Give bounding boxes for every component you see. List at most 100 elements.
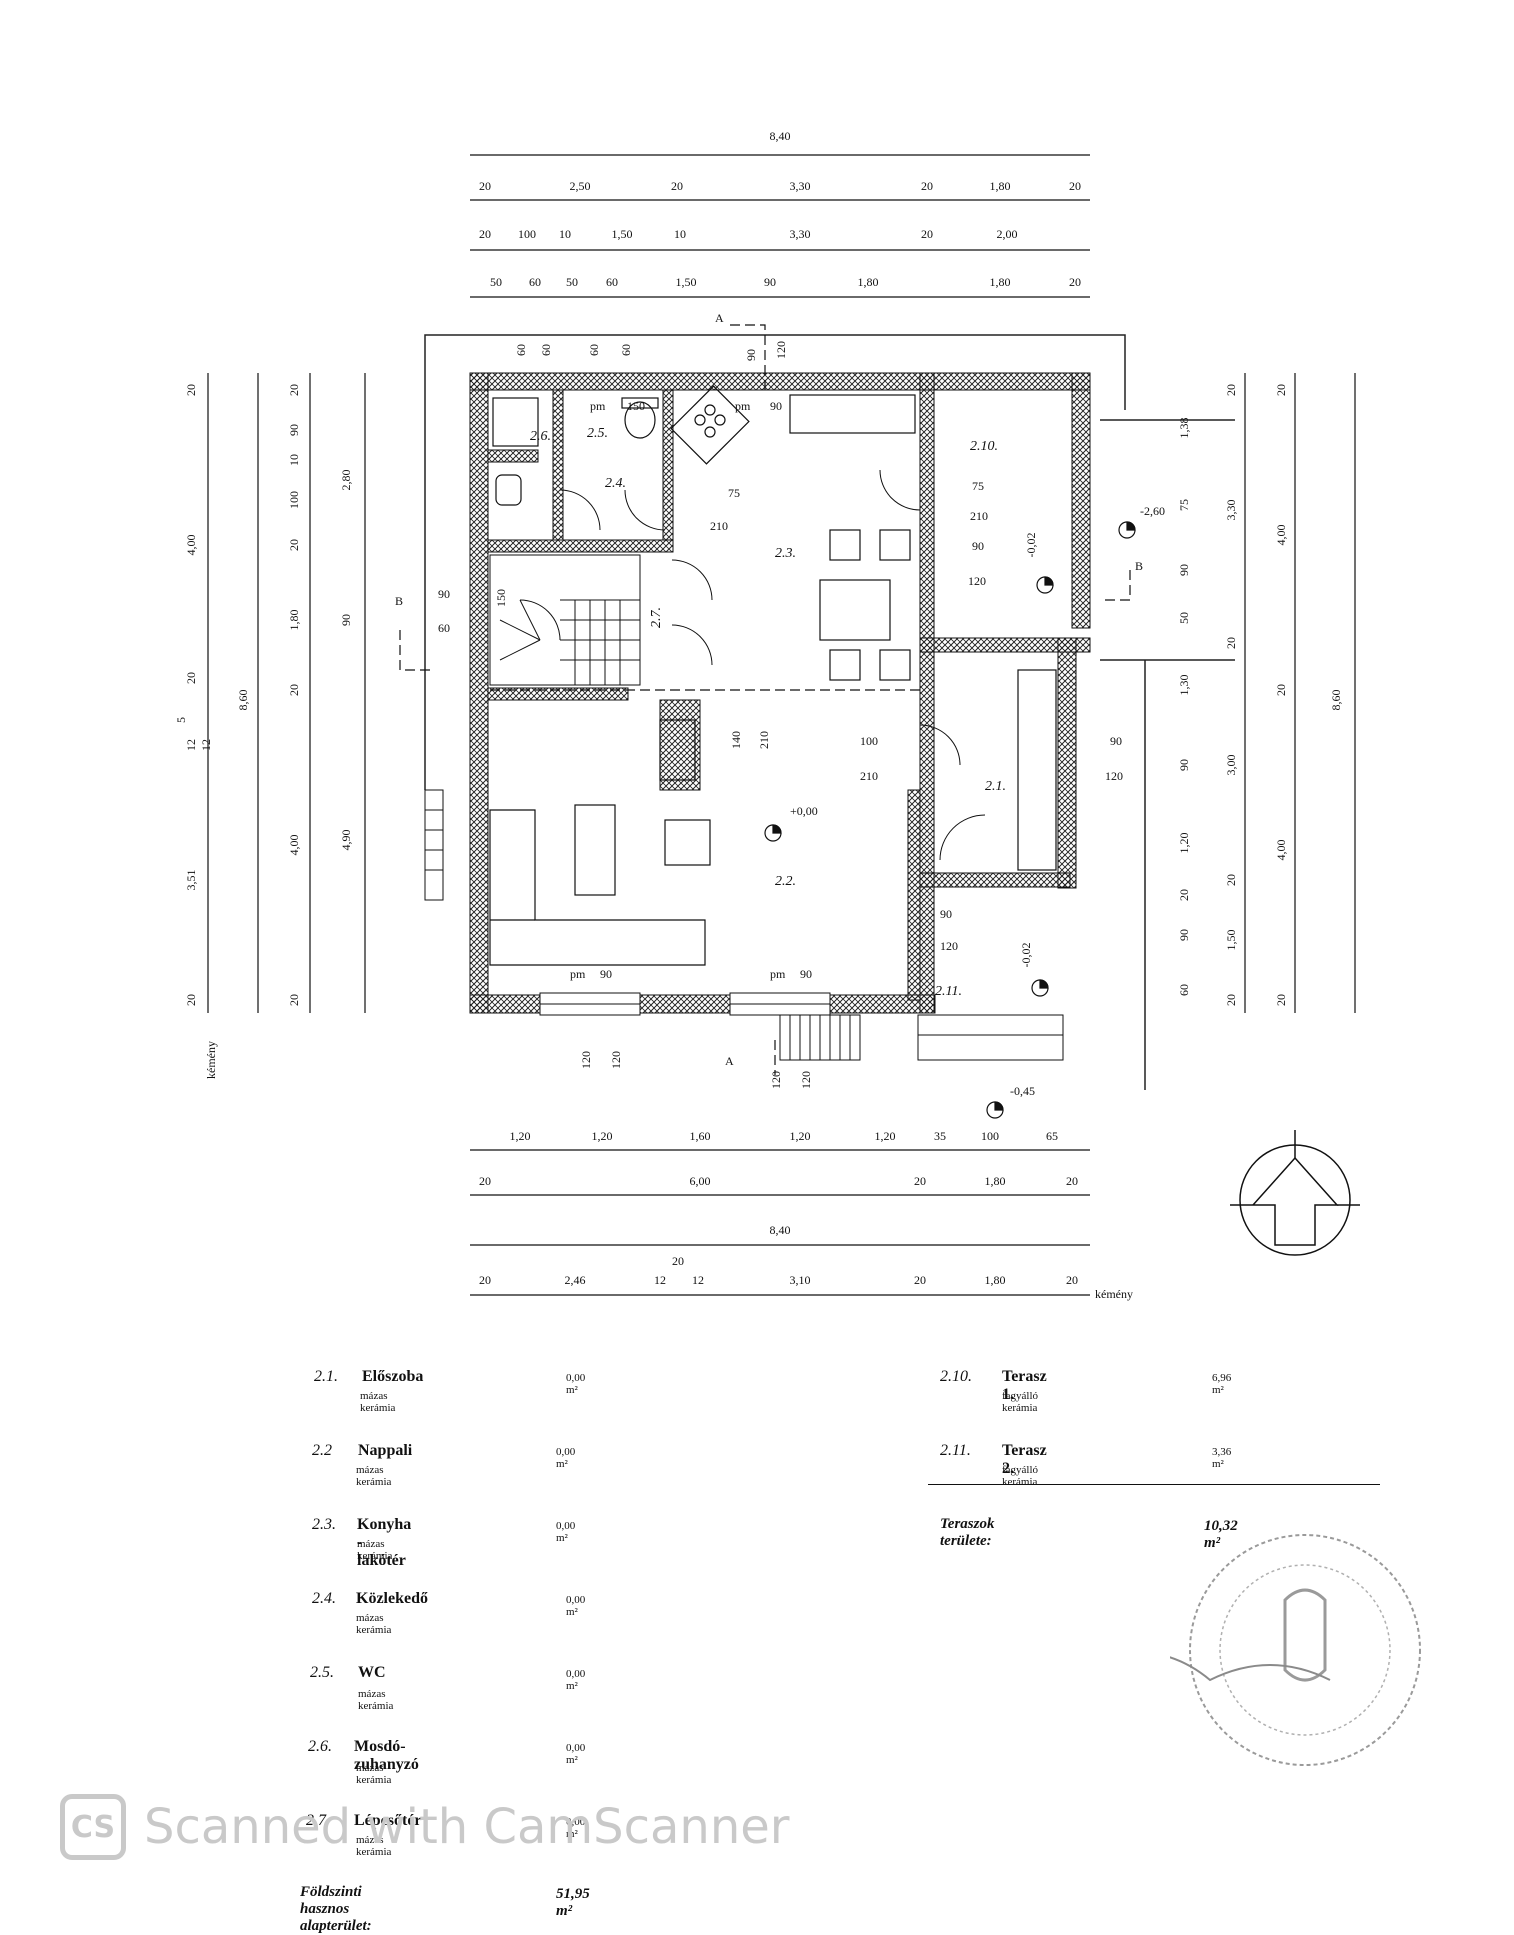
dim-bot-r1-1: 1,20 (510, 1129, 531, 1143)
door-label: 140 (729, 731, 743, 749)
room-2-3-label: 2.3. (775, 546, 796, 561)
door-label: 210 (970, 509, 988, 523)
door-label: 150 (627, 399, 645, 413)
door-label: 90 (1110, 734, 1122, 748)
dim-right-c2-4: 3,00 (1224, 755, 1238, 776)
opening-labels: 75 210 75 210 90 120 100 210 90 120 90 1… (438, 399, 1123, 981)
dim-left-m-1: 20 (287, 384, 301, 396)
room-numbers: 2.1. 2.2. 2.3. 2.4. 2.5. 2.6. 2.7. 2.10.… (530, 426, 1006, 999)
dim-left-o-3: 20 (184, 672, 198, 684)
dim-top-r2-5: 10 (674, 227, 686, 241)
section-b-left: B (395, 594, 403, 608)
dim-bot-r4-4: 20 (672, 1254, 684, 1268)
staircase (489, 554, 641, 686)
dim-top-v-3: 60 (587, 344, 601, 356)
dim-bot-r1-2: 1,20 (592, 1129, 613, 1143)
dim-top-r3-3: 50 (566, 275, 578, 289)
schedule-room-area: 0,00 m² (566, 1594, 586, 1618)
door-swings (559, 469, 986, 861)
pm-label: pm (570, 967, 586, 981)
door-label: 210 (710, 519, 728, 533)
camscanner-watermark: CS Scanned with CamScanner (60, 1794, 790, 1860)
dim-right-c2-7: 20 (1224, 994, 1238, 1006)
schedule-room-area: 6,96 m² (1212, 1372, 1232, 1396)
entrance-steps (424, 789, 1064, 1061)
pm-label: pm (590, 399, 606, 413)
dim-top-r3-8: 1,80 (990, 275, 1011, 289)
dim-top-r1-2: 2,50 (570, 179, 591, 193)
door-label: 120 (1105, 769, 1123, 783)
dim-left-o-1: 20 (184, 384, 198, 396)
dim-top-v-1: 60 (514, 344, 528, 356)
dim-bot-r4-1: 20 (479, 1273, 491, 1287)
room-2-10-label: 2.10. (970, 439, 998, 454)
chimney-label-right: kémény (1095, 1287, 1133, 1301)
schedule-room-number: 2.5. (310, 1664, 334, 1681)
dim-bot-v-2: 120 (609, 1051, 623, 1069)
dim-left-m-4: 100 (287, 491, 301, 509)
dim-right-c2-3: 20 (1224, 637, 1238, 649)
dim-top-v-4: 60 (619, 344, 633, 356)
room-2-7-label: 2.7. (649, 607, 664, 628)
dim-top-r1-3: 20 (671, 179, 683, 193)
dim-bot-r2-1: 20 (479, 1174, 491, 1188)
schedule-room-area: 0,00 m² (566, 1816, 586, 1840)
dim-right-c3-3: 20 (1274, 684, 1288, 696)
dim-bot-total: 8,40 (770, 1223, 791, 1237)
dim-left-m-2: 90 (287, 424, 301, 436)
ground-total-value: 51,95 m² (556, 1886, 590, 1919)
schedule-room-area: 0,00 m² (566, 1372, 586, 1396)
level-label: +0,00 (790, 804, 818, 818)
dim-right-c1-2: 75 (1177, 499, 1191, 511)
dim-top-r2-7: 20 (921, 227, 933, 241)
camscanner-text: Scanned with CamScanner (144, 1799, 790, 1855)
dim-bot-r4-6: 3,10 (790, 1273, 811, 1287)
left-dimension-labels: 20 4,00 20 5 12 12 3,51 20 8,60 20 90 10… (174, 384, 353, 1006)
door-label: 75 (728, 486, 740, 500)
dim-bot-r1-7: 100 (981, 1129, 999, 1143)
dim-right-c1-3: 90 (1177, 564, 1191, 576)
door-label: 75 (972, 479, 984, 493)
schedule-room-number: 2.7. (306, 1812, 330, 1829)
door-label: 60 (438, 621, 450, 635)
dim-bot-r4-7: 20 (914, 1273, 926, 1287)
dim-bot-r4-9: 20 (1066, 1273, 1078, 1287)
schedule-room-number: 2.3. (312, 1516, 336, 1533)
door-label: 100 (860, 734, 878, 748)
dim-top-v-5: 90 (744, 349, 758, 361)
dim-left-o-7: 3,51 (184, 870, 198, 891)
schedule-room-name: Lépcsőtér (354, 1812, 422, 1829)
door-label: 210 (860, 769, 878, 783)
schedule-room-name: Konyha - lakótér (357, 1516, 412, 1569)
schedule-room-name: Terasz 1. (1002, 1368, 1047, 1403)
pm-label: pm (735, 399, 751, 413)
dimension-lines (207, 154, 1356, 1296)
dim-bot-r4-3: 12 (654, 1273, 666, 1287)
stamp-seal-icon (1170, 1534, 1421, 1766)
floor-plan-drawing: 8,40 20 2,50 20 3,30 20 1,80 20 20 100 1… (174, 129, 1360, 1301)
dim-left-m-3: 10 (287, 454, 301, 466)
dim-right-c2-6: 1,50 (1224, 930, 1238, 951)
dim-bot-r4-5: 12 (692, 1273, 704, 1287)
door-label: 120 (940, 939, 958, 953)
door-label: 90 (600, 967, 612, 981)
schedule-room-name: Mosdó-zuhanyzó (354, 1738, 419, 1773)
room-2-6-label: 2.6. (530, 429, 551, 444)
pm-label: pm (770, 967, 786, 981)
dim-right-c1-9: 90 (1177, 929, 1191, 941)
door-label: 90 (438, 587, 450, 601)
door-label: 90 (972, 539, 984, 553)
schedule-room-material: mázas kerámia (356, 1762, 392, 1786)
dim-right-c2-2: 3,30 (1224, 500, 1238, 521)
terrace-total-label: Teraszok területe: (940, 1516, 995, 1549)
dim-top-r2-2: 100 (518, 227, 536, 241)
ground-total-label: Földszinti hasznos alapterület: (300, 1884, 372, 1934)
dim-left-i-2: 90 (339, 614, 353, 626)
dim-bot-v-4: 120 (799, 1071, 813, 1089)
dim-top-r3-6: 90 (764, 275, 776, 289)
chimney-label-left: kémény (204, 1041, 218, 1079)
dim-top-r2-4: 1,50 (612, 227, 633, 241)
dim-top-r1-1: 20 (479, 179, 491, 193)
site-outline (424, 334, 1235, 1090)
dim-right-c1-6: 90 (1177, 759, 1191, 771)
